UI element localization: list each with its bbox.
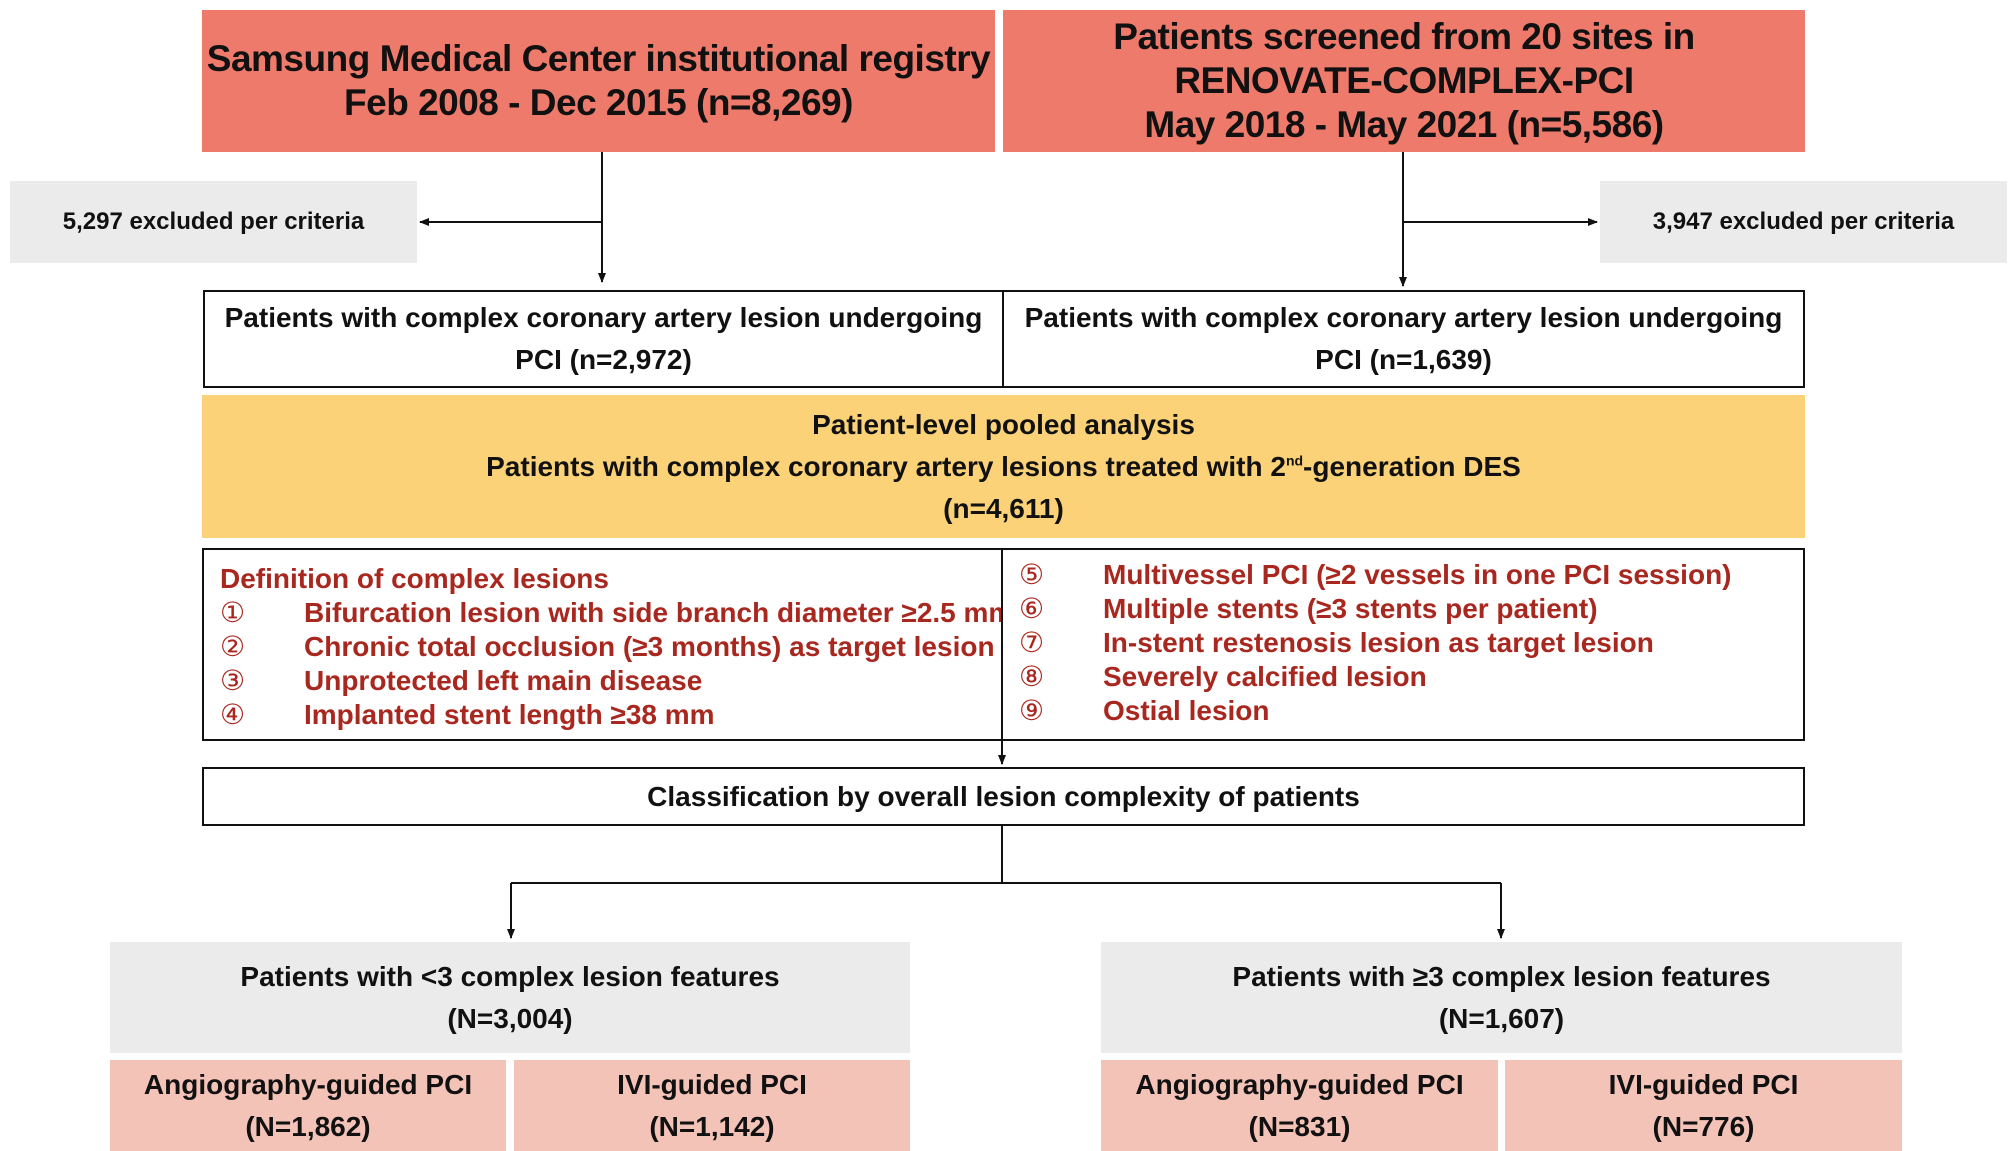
source-left-line2: Feb 2008 - Dec 2015 (n=8,269) <box>344 82 853 123</box>
exclusion-right: 3,947 excluded per criteria <box>1600 181 2007 263</box>
definitions-title: Definition of complex lesions <box>220 563 609 594</box>
group-low-ivi: IVI-guided PCI (N=1,142) <box>514 1060 910 1151</box>
group-high-ivi: IVI-guided PCI (N=776) <box>1505 1060 1902 1151</box>
definition-item-5: Multivessel PCI (≥2 vessels in one PCI s… <box>1103 559 1732 590</box>
source-samsung-registry: Samsung Medical Center institutional reg… <box>202 10 995 152</box>
group-low-line1: Patients with <3 complex lesion features <box>240 960 780 992</box>
definition-item-8: Severely calcified lesion <box>1103 661 1427 692</box>
group-low-ivi-n: (N=1,142) <box>649 1110 775 1142</box>
group-high-line2: (N=1,607) <box>1438 1002 1565 1034</box>
classification-box: Classification by overall lesion complex… <box>202 767 1805 826</box>
exclusion-left-label: 5,297 excluded per criteria <box>62 208 365 235</box>
definition-item-9: Ostial lesion <box>1103 695 1270 726</box>
definition-item-2: Chronic total occlusion (≥3 months) as t… <box>304 631 995 662</box>
definition-item-4: Implanted stent length ≥38 mm <box>304 699 715 730</box>
source-right-line1: Patients screened from 20 sites in <box>1113 16 1695 57</box>
eligible-right: Patients with complex coronary artery le… <box>1002 290 1805 388</box>
source-renovate-complex-pci: Patients screened from 20 sites in RENOV… <box>1003 10 1805 152</box>
definition-item-3: Unprotected left main disease <box>304 665 703 696</box>
group-low-angio-n: (N=1,862) <box>245 1110 371 1142</box>
source-right-line3: May 2018 - May 2021 (n=5,586) <box>1144 104 1664 145</box>
pooled-line2-post: -generation DES <box>1303 450 1521 482</box>
pooled-line1: Patient-level pooled analysis <box>812 408 1195 440</box>
group-low-ivi-label: IVI-guided PCI <box>617 1068 807 1100</box>
source-right-line2: RENOVATE-COMPLEX-PCI <box>1174 60 1634 101</box>
definition-num-2: ② <box>220 631 246 662</box>
group-low-angio-label: Angiography-guided PCI <box>143 1068 473 1100</box>
eligible-left-line1: Patients with complex coronary artery le… <box>224 302 983 333</box>
pooled-line2: Patients with complex coronary artery le… <box>486 446 1521 488</box>
eligible-left: Patients with complex coronary artery le… <box>203 290 1004 388</box>
definition-num-6: ⑥ <box>1019 593 1045 624</box>
definition-item-7: In-stent restenosis lesion as target les… <box>1103 627 1654 658</box>
group-high-angio-label: Angiography-guided PCI <box>1135 1068 1464 1100</box>
group-high-ivi-label: IVI-guided PCI <box>1608 1068 1799 1100</box>
pooled-line2-pre: Patients with complex coronary artery le… <box>486 450 1286 482</box>
definition-num-1: ① <box>220 597 246 628</box>
eligible-left-line2: PCI (n=2,972) <box>515 344 692 375</box>
definition-num-4: ④ <box>220 699 246 730</box>
classification-label: Classification by overall lesion complex… <box>647 780 1360 812</box>
definitions-left-panel: Definition of complex lesions ① Bifurcat… <box>202 548 1013 741</box>
eligible-right-line1: Patients with complex coronary artery le… <box>1024 302 1783 333</box>
group-high-angio-n: (N=831) <box>1248 1110 1351 1142</box>
exclusion-left: 5,297 excluded per criteria <box>10 181 417 263</box>
definition-item-1: Bifurcation lesion with side branch diam… <box>304 597 1014 628</box>
exclusion-right-label: 3,947 excluded per criteria <box>1652 208 1955 235</box>
definition-item-6: Multiple stents (≥3 stents per patient) <box>1103 593 1598 624</box>
definition-num-9: ⑨ <box>1019 695 1045 726</box>
definition-num-5: ⑤ <box>1019 559 1045 590</box>
group-high-ivi-n: (N=776) <box>1652 1110 1755 1142</box>
definitions-right-panel: ⑤ Multivessel PCI (≥2 vessels in one PCI… <box>1001 548 1805 741</box>
group-low-angio: Angiography-guided PCI (N=1,862) <box>110 1060 506 1151</box>
source-left-line1: Samsung Medical Center institutional reg… <box>206 38 991 79</box>
eligible-right-line2: PCI (n=1,639) <box>1315 344 1492 375</box>
definition-num-3: ③ <box>220 665 246 696</box>
group-high-complexity: Patients with ≥3 complex lesion features… <box>1101 942 1902 1053</box>
pooled-line2-sup: nd <box>1285 452 1304 469</box>
pooled-analysis: Patient-level pooled analysis Patients w… <box>202 395 1805 538</box>
group-low-complexity: Patients with <3 complex lesion features… <box>110 942 910 1053</box>
group-high-line1: Patients with ≥3 complex lesion features <box>1232 960 1771 992</box>
group-high-angio: Angiography-guided PCI (N=831) <box>1101 1060 1498 1151</box>
definition-num-7: ⑦ <box>1019 627 1045 658</box>
group-low-line2: (N=3,004) <box>447 1002 573 1034</box>
pooled-line3: (n=4,611) <box>943 492 1064 524</box>
definition-num-8: ⑧ <box>1019 661 1045 692</box>
